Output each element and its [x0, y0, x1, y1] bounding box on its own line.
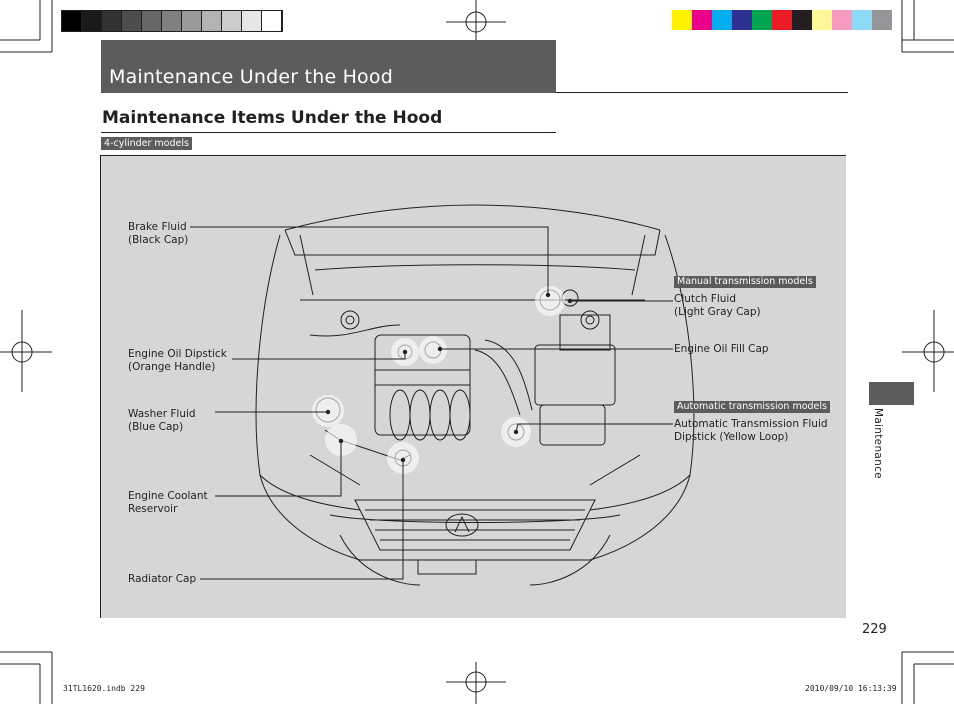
color-swatch: [752, 10, 772, 30]
slug-file-info: 31TL1620.indb 229: [63, 684, 145, 693]
callout-atf-dipstick: Automatic Transmission Fluid Dipstick (Y…: [674, 418, 828, 444]
callout-brake-fluid-label: Brake Fluid: [128, 221, 187, 233]
callout-engine-coolant: Engine Coolant Reservoir: [128, 490, 208, 516]
callout-washer-fluid: Washer Fluid (Blue Cap): [128, 408, 196, 434]
grayscale-color-bar: [61, 10, 283, 32]
color-swatch: [812, 10, 832, 30]
heading-rule: [101, 132, 556, 133]
grayscale-swatch: [222, 11, 242, 31]
color-swatch: [792, 10, 812, 30]
section-banner: [101, 40, 556, 93]
slug-date-time: 2010/09/10 16:13:39: [805, 684, 897, 693]
color-swatch: [732, 10, 752, 30]
grayscale-swatch: [122, 11, 142, 31]
grayscale-swatch: [82, 11, 102, 31]
header-rule: [556, 92, 848, 93]
callout-engine-coolant-label: Engine Coolant: [128, 490, 208, 502]
grayscale-swatch: [142, 11, 162, 31]
callout-engine-oil-dipstick: Engine Oil Dipstick (Orange Handle): [128, 348, 227, 374]
engine-bay-illustration: [190, 204, 695, 586]
grayscale-swatch: [62, 11, 82, 31]
grayscale-swatch: [262, 11, 282, 31]
callout-brake-fluid: Brake Fluid (Black Cap): [128, 221, 188, 247]
model-tag: 4-cylinder models: [101, 137, 192, 150]
callout-clutch-fluid: Clutch Fluid (Light Gray Cap): [674, 293, 761, 319]
callout-radiator-cap: Radiator Cap: [128, 573, 197, 585]
automatic-transmission-tag: Automatic transmission models: [674, 401, 830, 413]
grayscale-swatch: [102, 11, 122, 31]
color-swatch: [832, 10, 852, 30]
color-swatch: [692, 10, 712, 30]
callout-clutch-fluid-note: (Light Gray Cap): [674, 306, 761, 318]
callout-engine-oil-dipstick-label: Engine Oil Dipstick: [128, 348, 227, 360]
process-color-bar: [672, 10, 892, 30]
color-swatch: [852, 10, 872, 30]
section-title: Maintenance Under the Hood: [109, 66, 393, 88]
color-swatch: [672, 10, 692, 30]
color-swatch: [872, 10, 892, 30]
callout-washer-fluid-label: Washer Fluid: [128, 408, 196, 420]
callout-engine-oil-fill-cap: Engine Oil Fill Cap: [674, 343, 769, 355]
callout-brake-fluid-note: (Black Cap): [128, 234, 189, 246]
page-number: 229: [862, 622, 887, 637]
chapter-tab-label: Maintenance: [872, 408, 884, 479]
callout-atf-dipstick-label: Automatic Transmission Fluid: [674, 418, 828, 430]
grayscale-swatch: [202, 11, 222, 31]
callout-atf-dipstick-note: Dipstick (Yellow Loop): [674, 431, 789, 443]
callout-washer-fluid-note: (Blue Cap): [128, 421, 184, 433]
callout-engine-coolant-note: Reservoir: [128, 503, 178, 515]
callout-clutch-fluid-label: Clutch Fluid: [674, 293, 736, 305]
color-swatch: [712, 10, 732, 30]
grayscale-swatch: [162, 11, 182, 31]
grayscale-swatch: [242, 11, 262, 31]
grayscale-swatch: [182, 11, 202, 31]
page-heading: Maintenance Items Under the Hood: [102, 108, 443, 128]
callout-engine-oil-dipstick-note: (Orange Handle): [128, 361, 216, 373]
manual-transmission-tag: Manual transmission models: [674, 276, 816, 288]
color-swatch: [772, 10, 792, 30]
engine-bay-figure: [100, 155, 846, 618]
chapter-tab[interactable]: [869, 382, 914, 405]
